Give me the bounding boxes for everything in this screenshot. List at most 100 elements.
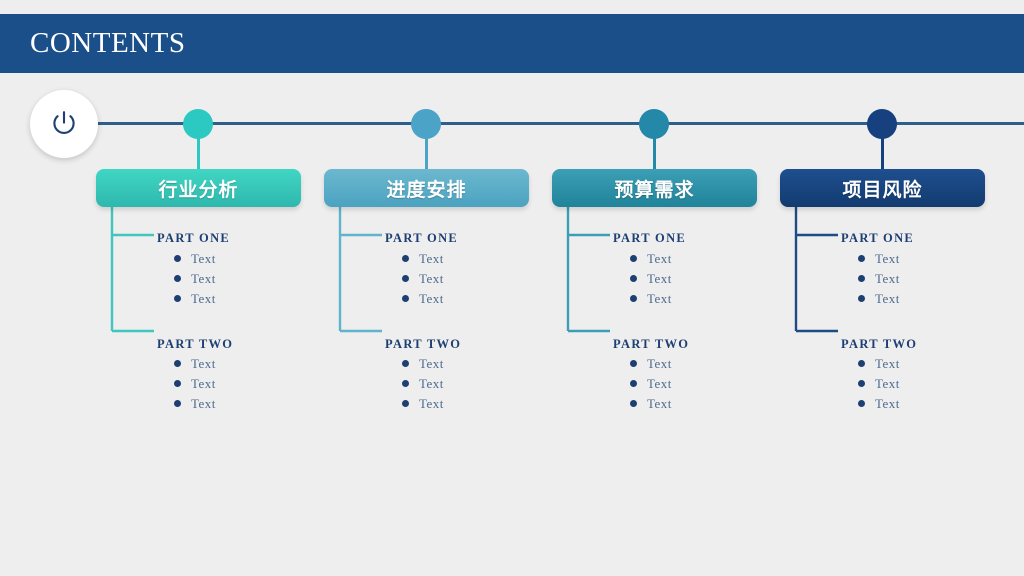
list-item[interactable]: Text xyxy=(613,357,788,370)
timeline-node-industry-analysis[interactable] xyxy=(183,109,213,139)
power-badge[interactable] xyxy=(30,90,98,158)
list-item-label: Text xyxy=(647,396,672,411)
bullet-icon xyxy=(174,254,181,262)
branch-connector-budget-requirements xyxy=(566,207,610,333)
bullet-icon xyxy=(630,274,637,282)
section-title-label: 行业分析 xyxy=(158,178,239,201)
section-title-box-schedule-arrangement[interactable]: 进度安排 xyxy=(324,169,529,207)
branch-connector-schedule-arrangement xyxy=(338,207,382,333)
list-item-label: Text xyxy=(191,270,216,286)
list-item[interactable]: Text xyxy=(841,292,1016,305)
list-item-label: Text xyxy=(647,356,672,371)
timeline-axis xyxy=(98,122,1024,125)
list-item-label: Text xyxy=(419,396,444,411)
list-item[interactable]: Text xyxy=(157,397,332,410)
part-label: PART ONE xyxy=(613,231,687,245)
list-item-label: Text xyxy=(191,290,216,306)
list-item-label: Text xyxy=(419,356,444,371)
list-item-label: Text xyxy=(191,396,216,411)
bullet-icon xyxy=(858,274,865,282)
node-stem-budget-requirements xyxy=(653,124,656,171)
list-item-label: Text xyxy=(419,250,444,266)
node-stem-project-risk xyxy=(881,124,884,171)
bullet-icon xyxy=(174,294,181,302)
part-label: PART TWO xyxy=(157,336,234,351)
bullet-icon xyxy=(858,360,865,367)
list-item-label: Text xyxy=(875,396,900,411)
list-item-label: Text xyxy=(875,356,900,371)
list-item-label: Text xyxy=(875,376,900,391)
section-title-box-project-risk[interactable]: 项目风险 xyxy=(780,169,985,207)
branch-connector-industry-analysis xyxy=(110,207,154,333)
bullet-icon xyxy=(402,360,409,367)
header-bar: CONTENTS xyxy=(0,14,1024,73)
list-item[interactable]: Text xyxy=(385,292,560,305)
bullet-icon xyxy=(630,400,637,407)
bullet-icon xyxy=(858,400,865,407)
list-item[interactable]: Text xyxy=(613,292,788,305)
list-item[interactable]: Text xyxy=(157,272,332,285)
bullet-icon xyxy=(630,294,637,302)
timeline-node-budget-requirements[interactable] xyxy=(639,109,669,139)
section-title-box-industry-analysis[interactable]: 行业分析 xyxy=(96,169,301,207)
part-label: PART ONE xyxy=(157,231,231,245)
list-item-label: Text xyxy=(191,376,216,391)
list-item-label: Text xyxy=(875,290,900,306)
part-label: PART ONE xyxy=(385,231,459,245)
list-item[interactable]: Text xyxy=(385,272,560,285)
list-item[interactable]: Text xyxy=(613,272,788,285)
list-item-label: Text xyxy=(875,250,900,266)
list-item[interactable]: Text xyxy=(157,292,332,305)
bullet-icon xyxy=(402,400,409,407)
list-item-label: Text xyxy=(419,270,444,286)
part-label: PART ONE xyxy=(841,231,915,245)
bullet-icon xyxy=(630,254,637,262)
list-item[interactable]: Text xyxy=(157,252,332,265)
list-item[interactable]: Text xyxy=(841,397,1016,410)
timeline-node-project-risk[interactable] xyxy=(867,109,897,139)
list-item[interactable]: Text xyxy=(385,252,560,265)
list-item[interactable]: Text xyxy=(841,272,1016,285)
list-item[interactable]: Text xyxy=(613,252,788,265)
power-icon xyxy=(47,107,81,141)
part-label: PART TWO xyxy=(385,336,462,351)
list-item[interactable]: Text xyxy=(613,377,788,390)
list-item[interactable]: Text xyxy=(385,377,560,390)
list-item-label: Text xyxy=(191,250,216,266)
list-item[interactable]: Text xyxy=(613,397,788,410)
bullet-icon xyxy=(402,254,409,262)
section-title-box-budget-requirements[interactable]: 预算需求 xyxy=(552,169,757,207)
list-item[interactable]: Text xyxy=(841,357,1016,370)
bullet-icon xyxy=(174,274,181,282)
bullet-icon xyxy=(630,380,637,387)
list-item[interactable]: Text xyxy=(385,397,560,410)
bullet-icon xyxy=(174,380,181,387)
bullet-icon xyxy=(858,380,865,387)
section-title-label: 项目风险 xyxy=(842,178,923,201)
bullet-icon xyxy=(858,294,865,302)
list-item-label: Text xyxy=(647,270,672,286)
node-stem-schedule-arrangement xyxy=(425,124,428,171)
list-item-label: Text xyxy=(191,356,216,371)
list-item-label: Text xyxy=(647,250,672,266)
list-item-label: Text xyxy=(419,376,444,391)
list-item[interactable]: Text xyxy=(841,377,1016,390)
list-item[interactable]: Text xyxy=(157,357,332,370)
list-item[interactable]: Text xyxy=(385,357,560,370)
list-item[interactable]: Text xyxy=(841,252,1016,265)
list-item-label: Text xyxy=(875,270,900,286)
timeline-node-schedule-arrangement[interactable] xyxy=(411,109,441,139)
list-item-label: Text xyxy=(647,376,672,391)
bullet-icon xyxy=(402,380,409,387)
list-item[interactable]: Text xyxy=(157,377,332,390)
